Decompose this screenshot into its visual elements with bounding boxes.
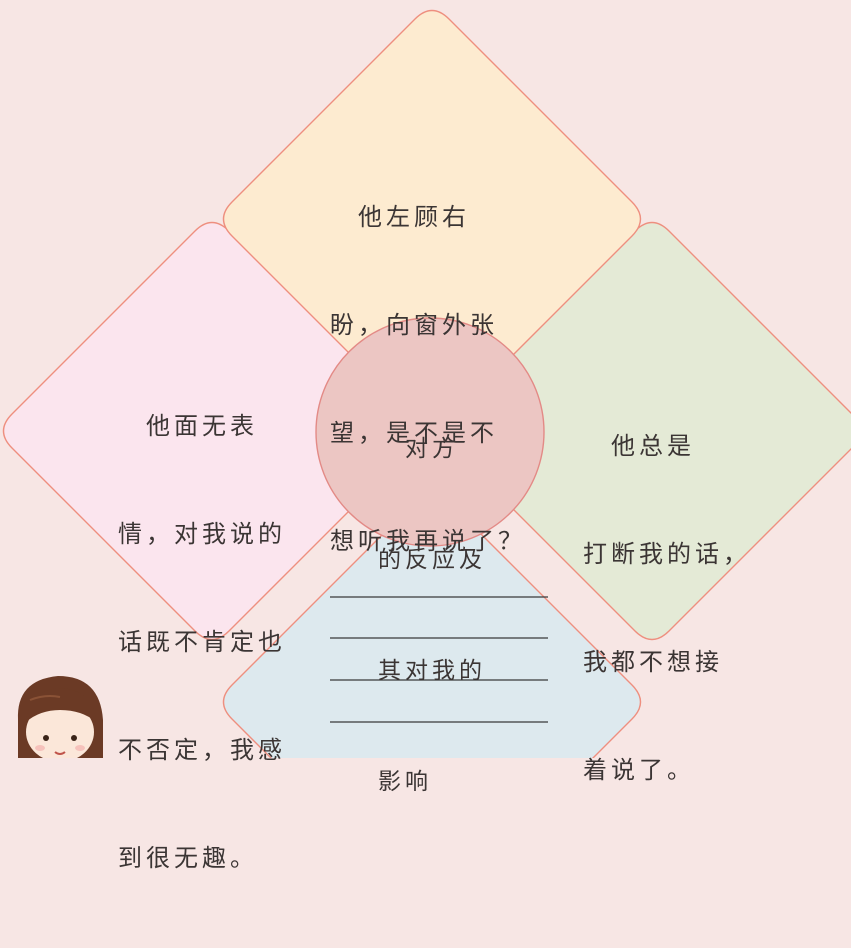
text-line: 我都不想接: [583, 644, 751, 680]
diagram-stage: 他左顾右 盼，向窗外张 望，是不是不 想听我再说了？ 他面无表 情，对我说的 话…: [0, 0, 851, 758]
text-line: 到很无趣。: [118, 840, 286, 876]
text-line: 情，对我说的: [118, 516, 286, 552]
petal-left-text: 他面无表 情，对我说的 话既不肯定也 不否定，我感 到很无趣。: [118, 336, 286, 948]
text-line: 他面无表: [118, 408, 286, 444]
text-line: 着说了。: [583, 752, 751, 788]
text-line: 其对我的: [378, 653, 486, 690]
text-line: 打断我的话，: [583, 536, 751, 572]
text-line: 的反应及: [378, 542, 486, 579]
petal-right-text: 他总是 打断我的话， 我都不想接 着说了。: [583, 356, 751, 860]
text-line: 不否定，我感: [118, 732, 286, 768]
text-line: 盼，向窗外张: [330, 307, 526, 343]
text-line: 对方: [378, 431, 486, 468]
text-line: 话既不肯定也: [118, 624, 286, 660]
girl-avatar-icon: [18, 676, 103, 758]
text-line: 他总是: [583, 428, 751, 464]
text-line: 他左顾右: [330, 199, 526, 235]
text-line: 影响: [378, 764, 486, 801]
center-text: 对方 的反应及 其对我的 影响: [378, 357, 486, 875]
